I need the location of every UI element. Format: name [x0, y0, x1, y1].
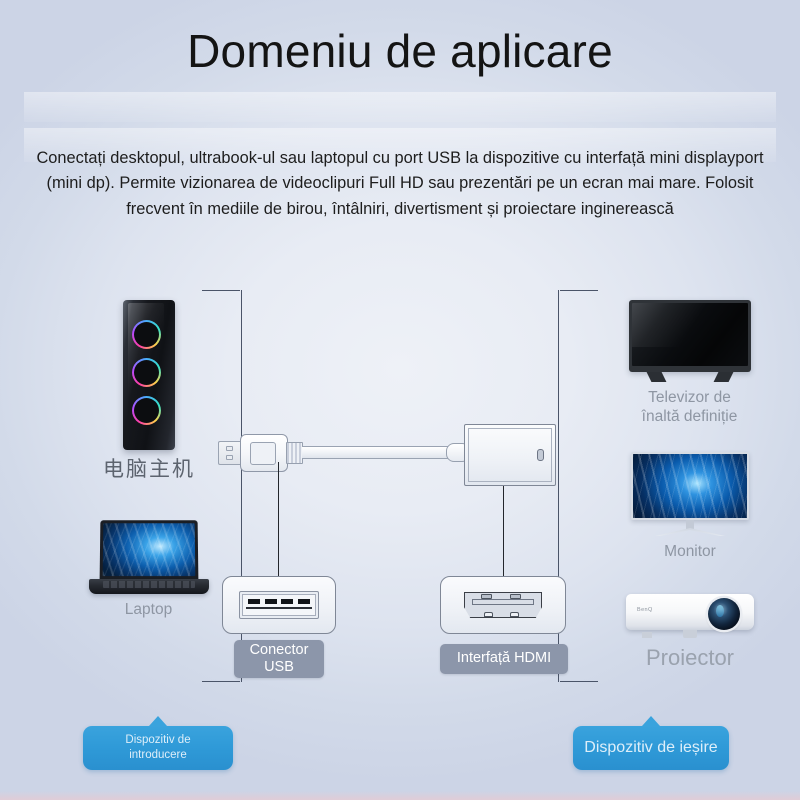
bracket-tick-bottom — [560, 681, 598, 682]
tv-bezel — [628, 300, 751, 372]
hdmi-retention-tab — [481, 594, 492, 599]
projector-lens — [708, 598, 740, 630]
callout-output-device: Dispozitiv de ieșire — [573, 716, 729, 770]
usb-plug-icon — [218, 434, 306, 472]
rgb-fan-icon — [132, 320, 161, 349]
tv-screen — [631, 303, 748, 366]
device-laptop: Laptop — [66, 520, 231, 620]
projector-body: BenQ — [626, 594, 754, 630]
rgb-fan-icon — [132, 396, 161, 425]
usb-port-illustration — [222, 576, 336, 634]
hdmi-socket-shell — [464, 592, 542, 618]
laptop-lid — [99, 520, 198, 581]
hdmi-retention-tab — [510, 594, 521, 599]
header: Domeniu de aplicare — [0, 0, 800, 77]
usb-plug-window — [250, 442, 276, 465]
adapter-port-indicator — [537, 449, 544, 461]
usb-contact-bar — [246, 606, 312, 609]
tv-stand-foot — [713, 372, 733, 382]
television-icon — [628, 300, 751, 382]
monitor-stand — [655, 528, 725, 536]
bracket-tick-top — [560, 290, 598, 291]
hdmi-port-illustration — [440, 576, 566, 634]
page-title: Domeniu de aplicare — [187, 25, 613, 77]
usb-to-hdmi-adapter — [218, 424, 558, 492]
projector-foot — [642, 632, 652, 638]
usb-contact-pins — [248, 599, 310, 604]
device-label: 电脑主机 — [103, 458, 195, 481]
monitor-neck — [686, 520, 694, 529]
bracket-tick-top — [202, 290, 240, 291]
projector-foot — [683, 630, 697, 638]
bracket-tick-bottom — [202, 681, 240, 682]
hdmi-socket — [464, 592, 542, 618]
laptop-screen — [102, 523, 195, 577]
description-text: Conectați desktopul, ultrabook-ul sau la… — [36, 149, 764, 218]
device-desktop-tower: 电脑主机 — [84, 300, 214, 483]
projector-icon: BenQ — [626, 592, 754, 638]
usb-tip-hole — [226, 455, 233, 460]
hdmi-lower-nub — [510, 612, 519, 617]
tv-stand-foot — [646, 372, 666, 382]
adapter-cable — [302, 446, 452, 459]
label-chip-usb-connector: Conector USB — [234, 640, 324, 678]
device-monitor: Monitor — [614, 452, 766, 562]
device-label: Televizor de înaltă definiție — [641, 389, 738, 425]
bottom-edge-tint — [0, 791, 800, 800]
usb-callout-line — [278, 462, 279, 576]
rgb-fan-icon — [132, 358, 161, 387]
monitor-icon — [631, 452, 749, 536]
usb-plug-metal-tip — [218, 441, 242, 465]
projector-brand-mark: BenQ — [637, 607, 653, 613]
device-projector: BenQ Proiector — [610, 592, 770, 672]
callout-input-device: Dispozitiv de introducere — [83, 716, 233, 770]
label-chip-hdmi-interface: Interfață HDMI — [440, 644, 568, 674]
cable-strain-relief — [286, 442, 303, 464]
device-label: Proiector — [645, 645, 735, 670]
device-label: Monitor — [664, 543, 716, 560]
laptop-icon — [88, 520, 209, 594]
usb-socket-cavity — [242, 594, 316, 616]
usb-tip-hole — [226, 446, 233, 451]
ghost-text-strip-upper — [24, 92, 776, 122]
hdmi-contact-pins — [472, 599, 534, 605]
monitor-bezel — [631, 452, 749, 520]
adapter-housing — [464, 424, 556, 486]
desktop-tower-icon — [123, 300, 175, 450]
monitor-screen — [633, 454, 747, 518]
device-television: Televizor de înaltă definiție — [612, 300, 767, 427]
laptop-keyboard-base — [88, 579, 209, 594]
hdmi-callout-line — [503, 486, 504, 576]
hdmi-lower-nub — [484, 612, 493, 617]
usb-plug-housing — [240, 434, 288, 472]
usb-socket — [239, 591, 319, 619]
device-label: Laptop — [124, 601, 173, 618]
